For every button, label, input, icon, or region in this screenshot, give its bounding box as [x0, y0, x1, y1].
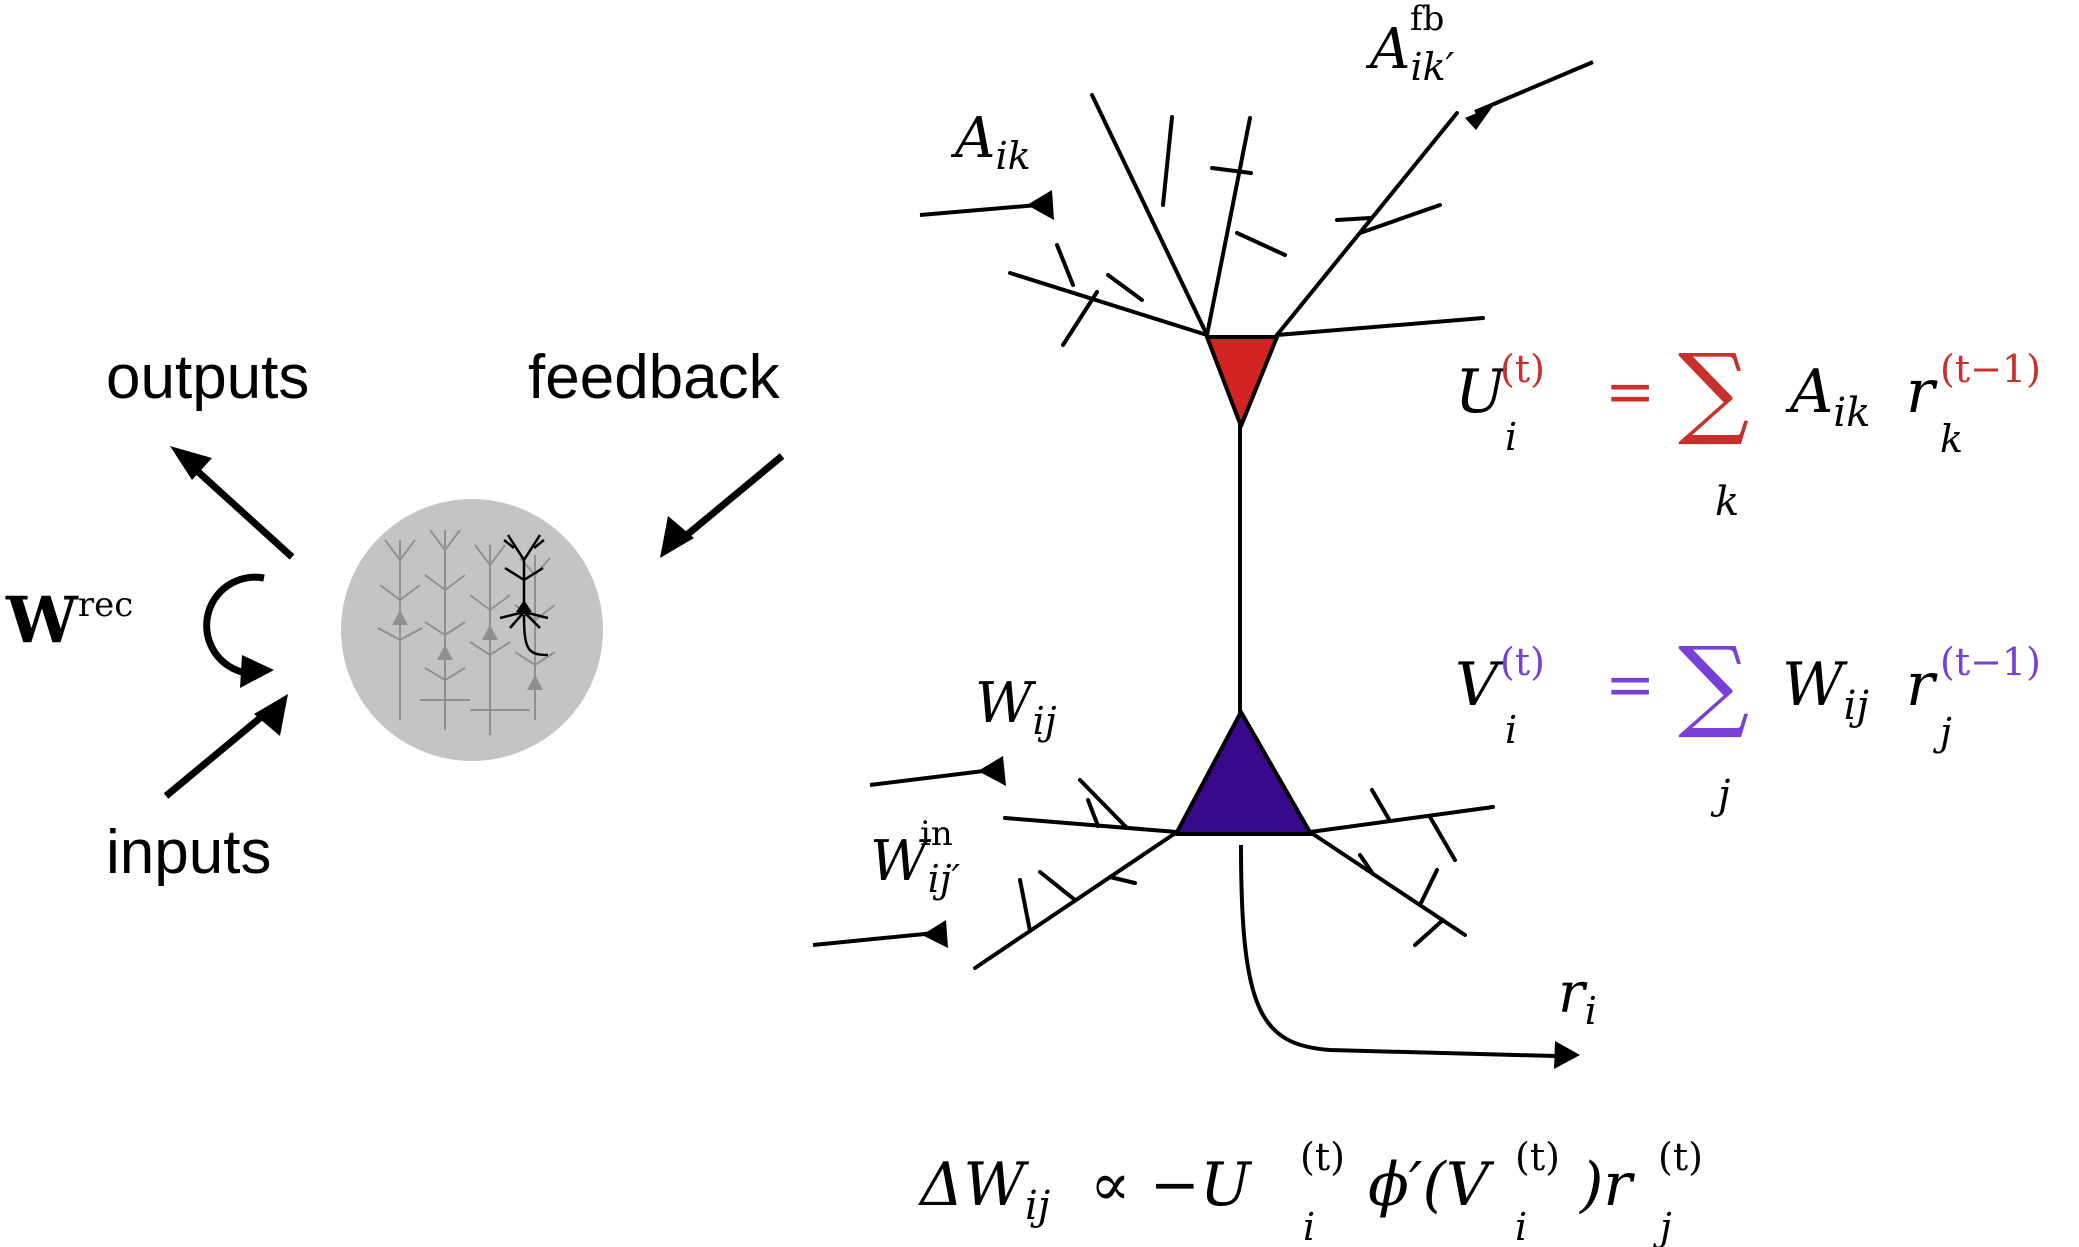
v-r-sup: (t−1) [1940, 640, 2041, 684]
delta-w-part4-sub: j [1653, 1205, 1672, 1247]
u-r-sub: k [1940, 417, 1963, 461]
v-lhs-sup: (t) [1500, 640, 1545, 684]
a-fb-input-line [1474, 60, 1594, 114]
u-eq: = [1605, 357, 1655, 427]
v-equation: V (t) i = ∑ j Wij r (t−1) j [1455, 625, 2041, 818]
recurrent-loop-arrow [203, 573, 265, 677]
delta-w-part2: ∝ −U [1090, 1150, 1253, 1220]
u-sum: ∑ [1678, 332, 1749, 449]
basal-dendrites [973, 778, 1495, 970]
r-i-synapse [1554, 1041, 1580, 1069]
delta-w-part3-sup: (t) [1515, 1135, 1560, 1179]
r-i-label: ri [1558, 961, 1597, 1033]
u-term: Aik [1785, 357, 1870, 436]
v-lhs: V [1455, 650, 1504, 720]
w-in-input-line [812, 930, 946, 947]
feedback-label: feedback [528, 343, 781, 412]
v-sum-index: j [1710, 772, 1730, 818]
a-fb-synapse [1465, 106, 1493, 130]
u-r-sup: (t−1) [1940, 347, 2041, 391]
synapse-terminals [922, 106, 1580, 1069]
highlighted-neuron-soma [516, 600, 532, 612]
w-in-label: Wij′ [870, 829, 960, 901]
u-lhs: U [1455, 357, 1508, 427]
network-neuron-sketches [377, 529, 556, 735]
delta-w-part3-sub: i [1515, 1205, 1527, 1247]
w-rec-label: Wrec [5, 583, 133, 658]
basal-soma [1174, 710, 1313, 836]
w-in-synapse [922, 920, 948, 948]
delta-w-equation: ΔWij ∝ −U (t) i ϕ′(V (t) i )r (t) j [918, 1135, 1703, 1247]
outputs-label: outputs [106, 343, 309, 412]
a-ik-label: Aik [950, 106, 1031, 178]
synaptic-inputs [812, 60, 1594, 1058]
a-ik-synapse [1027, 190, 1054, 220]
apical-soma [1205, 335, 1279, 428]
delta-w-part2-sub: i [1303, 1205, 1315, 1247]
u-sum-index: k [1715, 479, 1739, 525]
delta-w-part4: )r [1578, 1150, 1635, 1220]
u-r: r [1906, 357, 1938, 427]
delta-w-part1: ΔWij [918, 1150, 1050, 1229]
pyramidal-neuron [973, 93, 1495, 970]
a-ik-input-line [919, 202, 1051, 217]
v-term: Wij [1782, 650, 1869, 729]
a-fb-label: Aik′ [1365, 17, 1455, 89]
u-lhs-sub: i [1505, 415, 1517, 459]
w-ij-synapse [978, 756, 1006, 786]
w-ij-label: Wij [975, 671, 1057, 743]
feedback-arrow [673, 453, 785, 547]
network-circle [341, 499, 603, 761]
v-sum: ∑ [1678, 625, 1749, 742]
v-r: r [1906, 650, 1938, 720]
v-lhs-sub: i [1505, 708, 1517, 752]
network-somas [392, 610, 543, 690]
inputs-label: inputs [106, 818, 271, 887]
outputs-arrow [181, 456, 295, 560]
highlighted-neuron-sketch [499, 534, 549, 657]
outputs-arrowhead [170, 446, 212, 480]
a-fb-superscript: fb [1410, 0, 1444, 39]
v-eq: = [1605, 650, 1655, 720]
w-in-superscript: in [920, 814, 953, 854]
apical-dendrites [1008, 93, 1485, 347]
delta-w-part3: ϕ′(V [1368, 1150, 1495, 1220]
w-ij-input-line [869, 767, 1001, 787]
axon-output [1239, 844, 1556, 1058]
u-lhs-sup: (t) [1500, 347, 1545, 391]
network-schematic: outputs feedback inputs Wrec [5, 343, 785, 887]
inputs-arrowhead [254, 694, 288, 736]
recurrent-loop-arrowhead [240, 655, 274, 688]
inputs-arrow [163, 705, 275, 799]
v-r-sub: j [1933, 710, 1952, 754]
delta-w-part2-sup: (t) [1300, 1135, 1345, 1179]
feedback-arrowhead [660, 516, 694, 558]
u-equation: U (t) i = ∑ k Aik r (t−1) k [1455, 332, 2041, 525]
delta-w-part4-sup: (t) [1658, 1135, 1703, 1179]
